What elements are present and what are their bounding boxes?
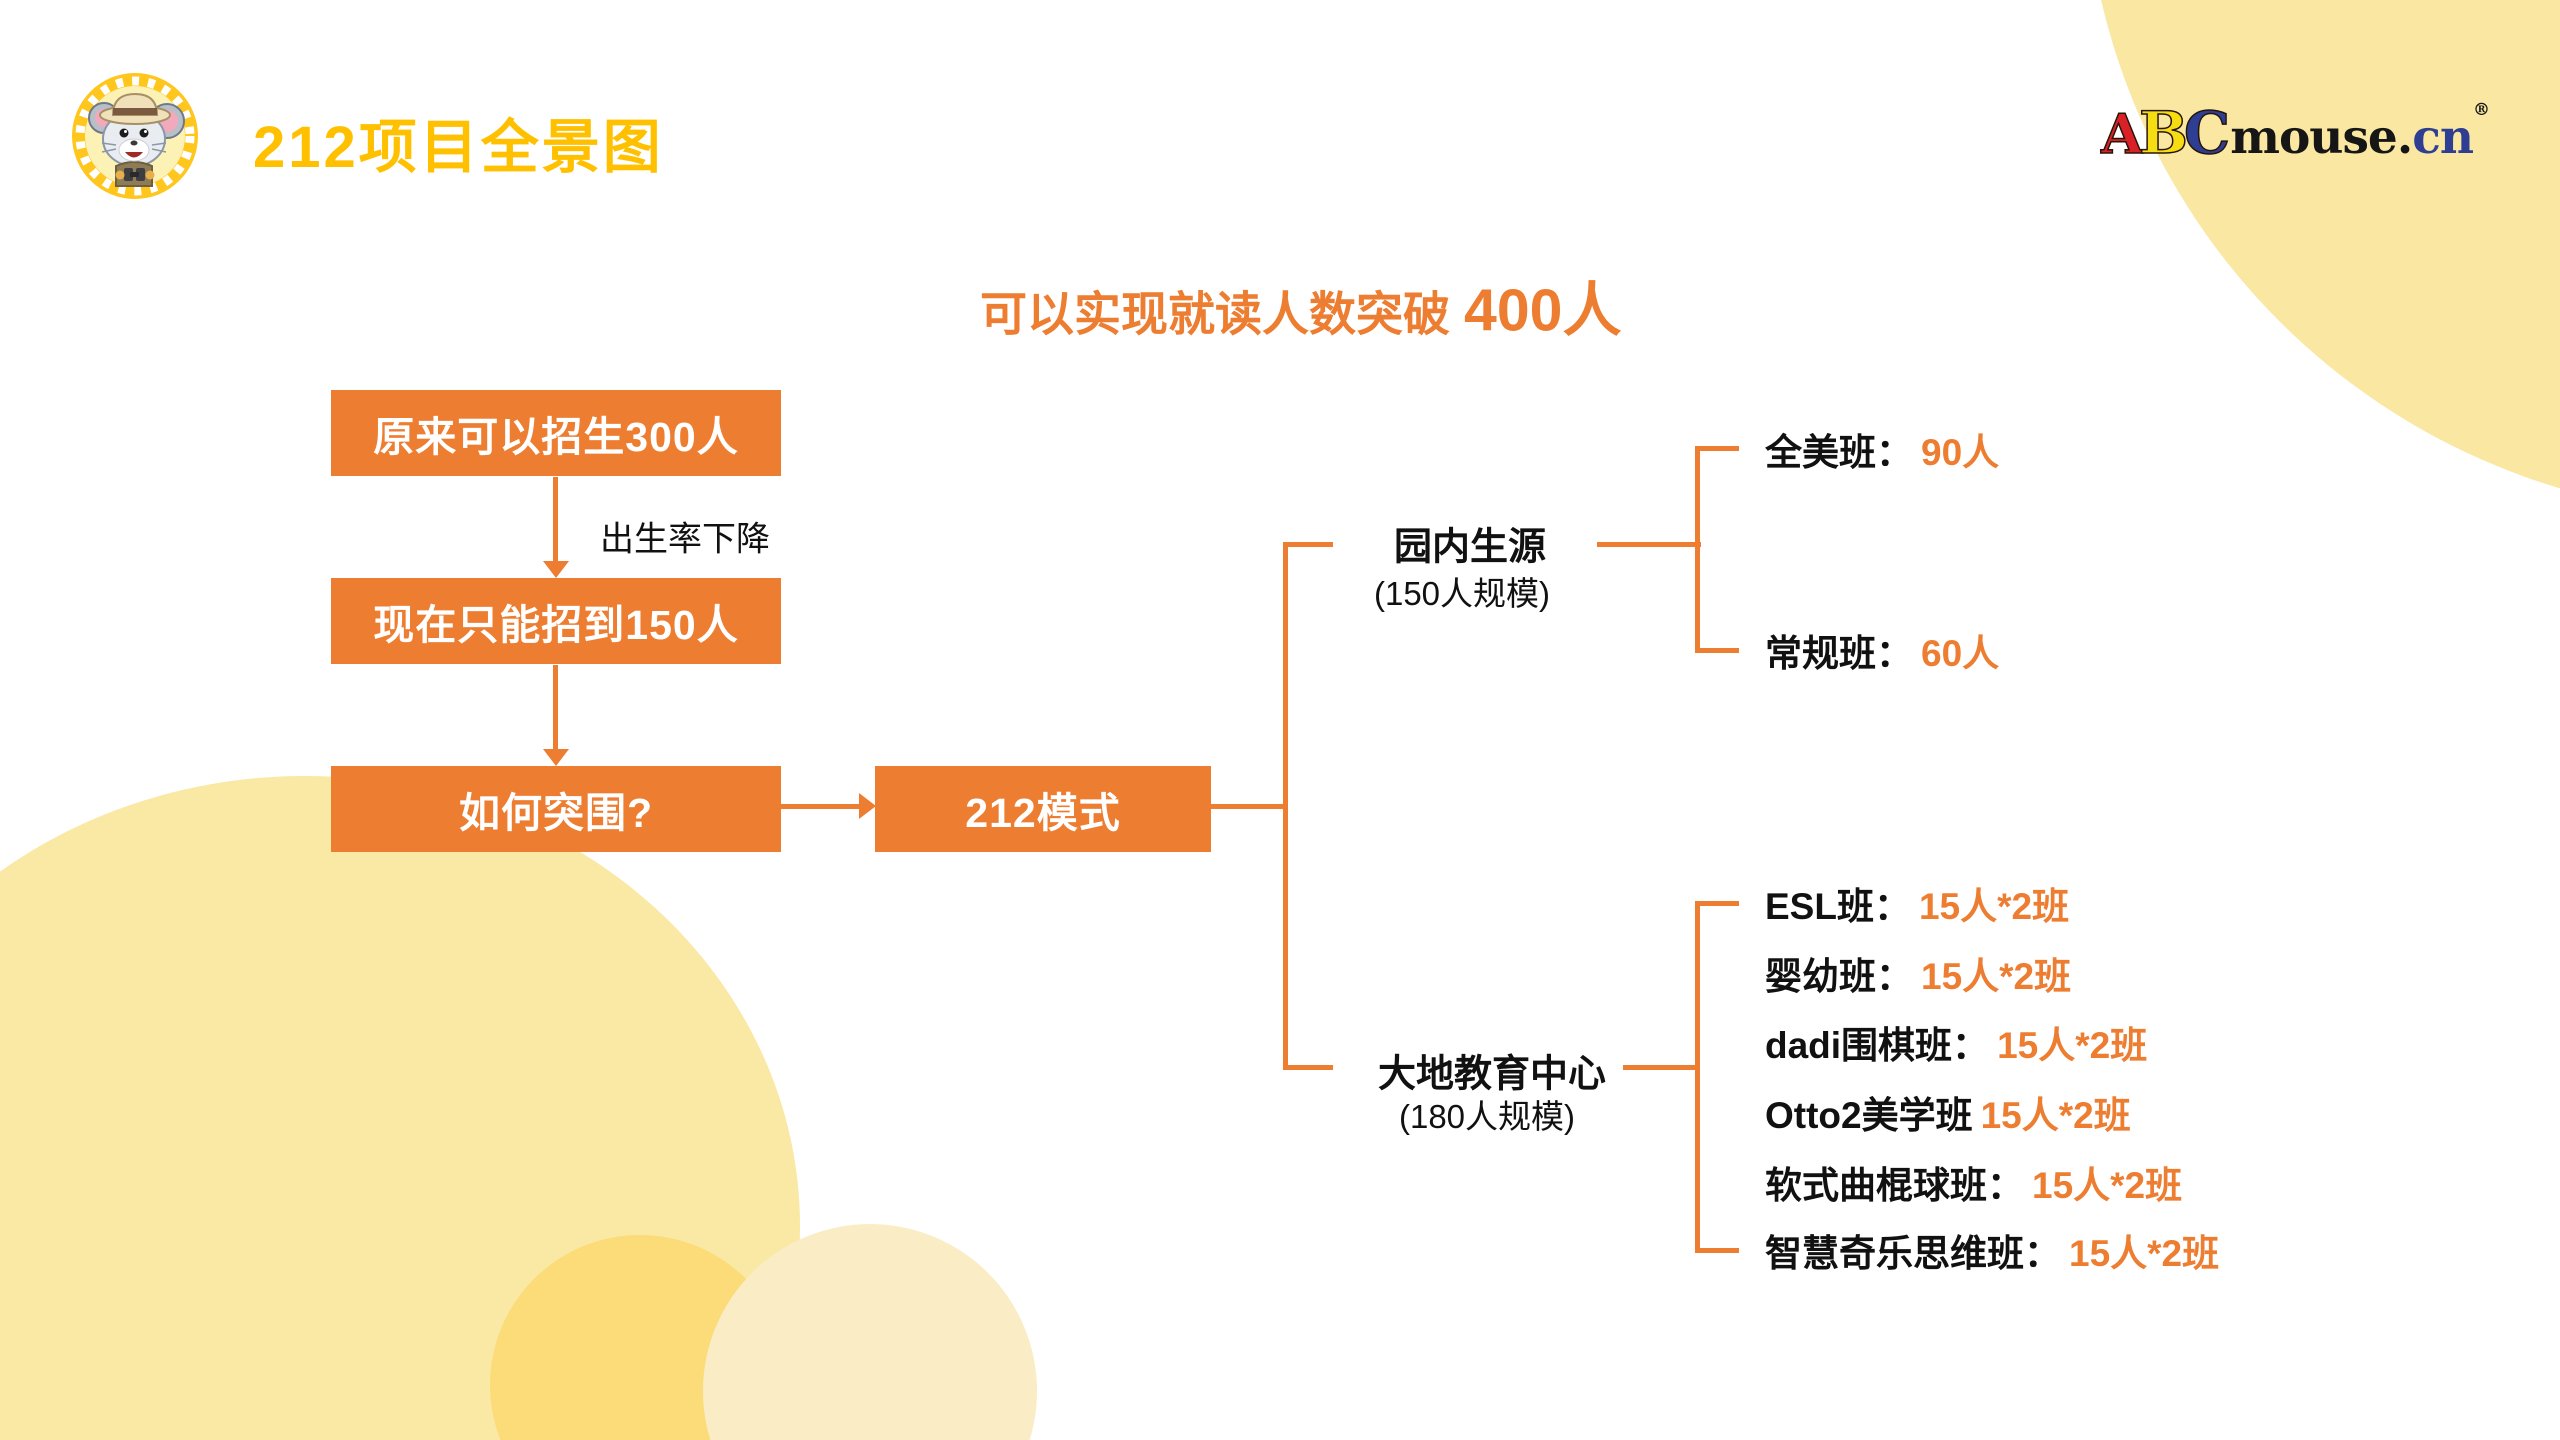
brand-letter-b: B (2138, 99, 2189, 167)
subtitle-highlight-number: 400人 (1464, 277, 1622, 344)
arrow-down-1-head-icon (543, 561, 569, 578)
leaf-value: 15人*2班 (2032, 1165, 2183, 1206)
branch-campus-source-scale: (150人规模) (1373, 575, 1551, 612)
main-bracket-stub-top (1283, 542, 1333, 547)
slide-subtitle: 可以实现就读人数突破 400人 (980, 263, 1621, 348)
leaf-value: 15人*2班 (1918, 886, 2070, 927)
leaf-label: 常规班： (1765, 633, 1913, 674)
leaf-label: 智慧奇乐思维班： (1765, 1233, 2061, 1274)
page-title: 212项目全景图 (253, 115, 664, 180)
leaf-label: 软式曲棍球班： (1765, 1165, 2024, 1206)
connector-branch1-to-children (1597, 542, 1701, 547)
leaf-value: 15人*2班 (1921, 956, 2072, 997)
mouse-mascot-logo-icon (72, 73, 198, 199)
arrow-1-label: 出生率下降 (600, 520, 770, 559)
leaf-row-quanmei-class: 全美班：90人 (1765, 422, 1999, 476)
flow-box-current-enrollment: 现在只能招到150人 (331, 578, 781, 664)
leaf-row-regular-class: 常规班：60人 (1765, 623, 1999, 677)
subtitle-text: 可以实现就读人数突破 (980, 287, 1450, 341)
leaf-value: 15人*2班 (1997, 1025, 2148, 1066)
branch1-children-stub-bottom (1695, 648, 1739, 653)
abcmouse-brand-logo: A B C mouse. cn ® (2100, 99, 2490, 167)
leaf-row-dadi-go-class: dadi围棋班：15人*2班 (1765, 1015, 2147, 1069)
main-bracket-vertical (1283, 542, 1288, 1070)
branch1-children-bracket-vertical (1695, 446, 1700, 653)
arrow-down-2-head-icon (543, 749, 569, 766)
leaf-label: dadi围棋班： (1765, 1025, 1990, 1066)
main-bracket-stub-bottom (1283, 1065, 1333, 1070)
leaf-label: 婴幼班： (1765, 956, 1913, 997)
flow-box-how-to-breakthrough: 如何突围? (331, 766, 781, 852)
leaf-label: ESL班： (1765, 886, 1911, 927)
branch-campus-source-name: 园内生源 (1393, 526, 1547, 569)
leaf-value: 60人 (1921, 633, 2000, 674)
registered-trademark-icon: ® (2473, 100, 2490, 120)
leaf-value: 15人*2班 (2069, 1233, 2220, 1274)
leaf-row-infant-class: 婴幼班：15人*2班 (1765, 946, 2071, 1000)
brand-word-mouse: mouse. (2230, 110, 2413, 165)
leaf-value: 90人 (1921, 432, 2000, 473)
branch2-children-stub-top (1695, 901, 1739, 906)
leaf-label: Otto2美学班 (1765, 1095, 1973, 1136)
brand-letter-c: C (2183, 99, 2231, 167)
background-blob-top-right (2084, 0, 2560, 516)
brand-word-cn: cn (2412, 110, 2474, 165)
connector-branch2-to-children (1623, 1065, 1699, 1070)
flow-box-original-enrollment: 原来可以招生300人 (331, 390, 781, 476)
connector-box4-to-bracket (1211, 804, 1287, 809)
leaf-label: 全美班： (1765, 432, 1913, 473)
arrow-right-shaft (781, 804, 861, 809)
flow-box-212-model: 212模式 (875, 766, 1211, 852)
branch2-children-stub-bottom (1695, 1248, 1739, 1253)
leaf-row-floorball-class: 软式曲棍球班：15人*2班 (1765, 1155, 2182, 1209)
leaf-value: 15人*2班 (1980, 1095, 2131, 1136)
branch-dadi-center-name: 大地教育中心 (1377, 1053, 1607, 1096)
leaf-row-wisdom-thinking-class: 智慧奇乐思维班：15人*2班 (1765, 1223, 2219, 1277)
branch-dadi-center-scale: (180人规模) (1398, 1098, 1576, 1135)
leaf-row-esl-class: ESL班：15人*2班 (1765, 876, 2069, 930)
arrow-down-2-shaft (553, 665, 558, 750)
arrow-down-1-shaft (553, 477, 558, 563)
brand-letter-a: A (2100, 102, 2144, 166)
branch2-children-bracket-vertical (1695, 901, 1700, 1253)
arrow-right-head-icon (859, 793, 876, 819)
branch1-children-stub-top (1695, 446, 1739, 451)
